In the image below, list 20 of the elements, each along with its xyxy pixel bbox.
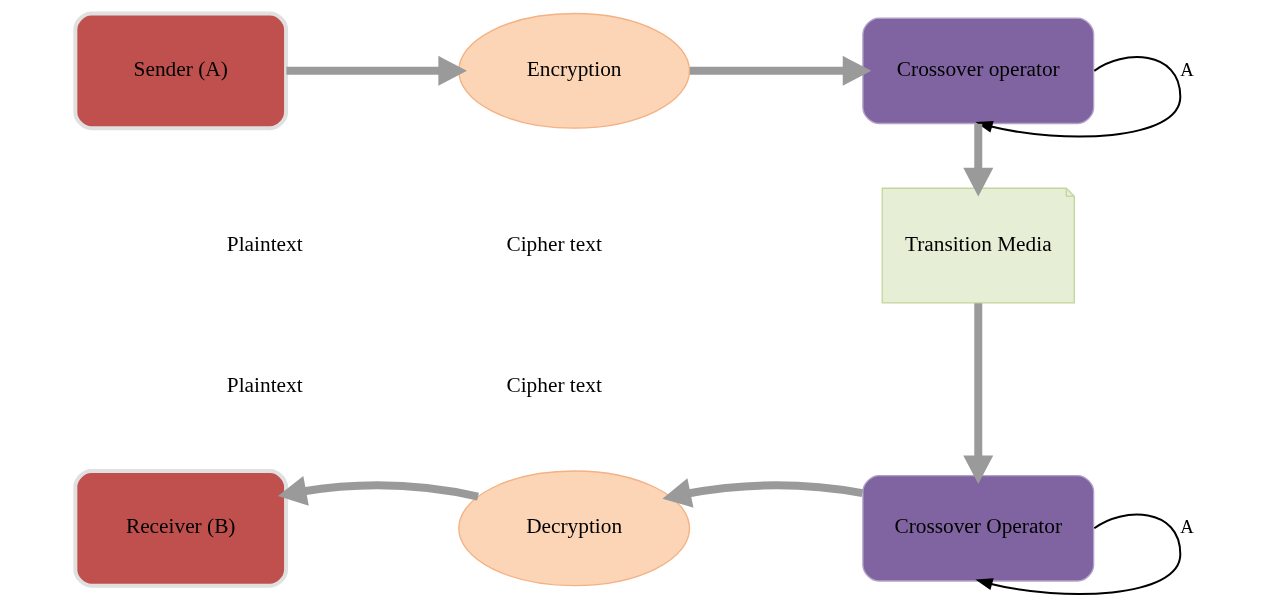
- label: Plaintext: [226, 231, 303, 256]
- node-box: Sender (A): [72, 11, 288, 131]
- label: Plaintext: [226, 373, 303, 398]
- node-box: Receiver (B): [72, 468, 288, 588]
- node-box: Crossover Operator: [861, 474, 1094, 582]
- arrow: [661, 478, 863, 508]
- arrow: [962, 303, 993, 485]
- arrow: [277, 476, 479, 506]
- arrow: [962, 123, 993, 197]
- label: Cipher text: [505, 231, 602, 256]
- arrow: [974, 513, 1181, 595]
- edge-label: A: [1179, 516, 1194, 538]
- node-ellipse: Decryption: [457, 470, 690, 587]
- edge-label: A: [1179, 58, 1194, 80]
- label: Cipher text: [505, 373, 602, 398]
- node-box: Crossover operator: [861, 17, 1094, 125]
- arrow: [974, 56, 1181, 138]
- arrow: [285, 55, 467, 86]
- arrow: [689, 55, 871, 86]
- node-ellipse: Encryption: [457, 12, 690, 129]
